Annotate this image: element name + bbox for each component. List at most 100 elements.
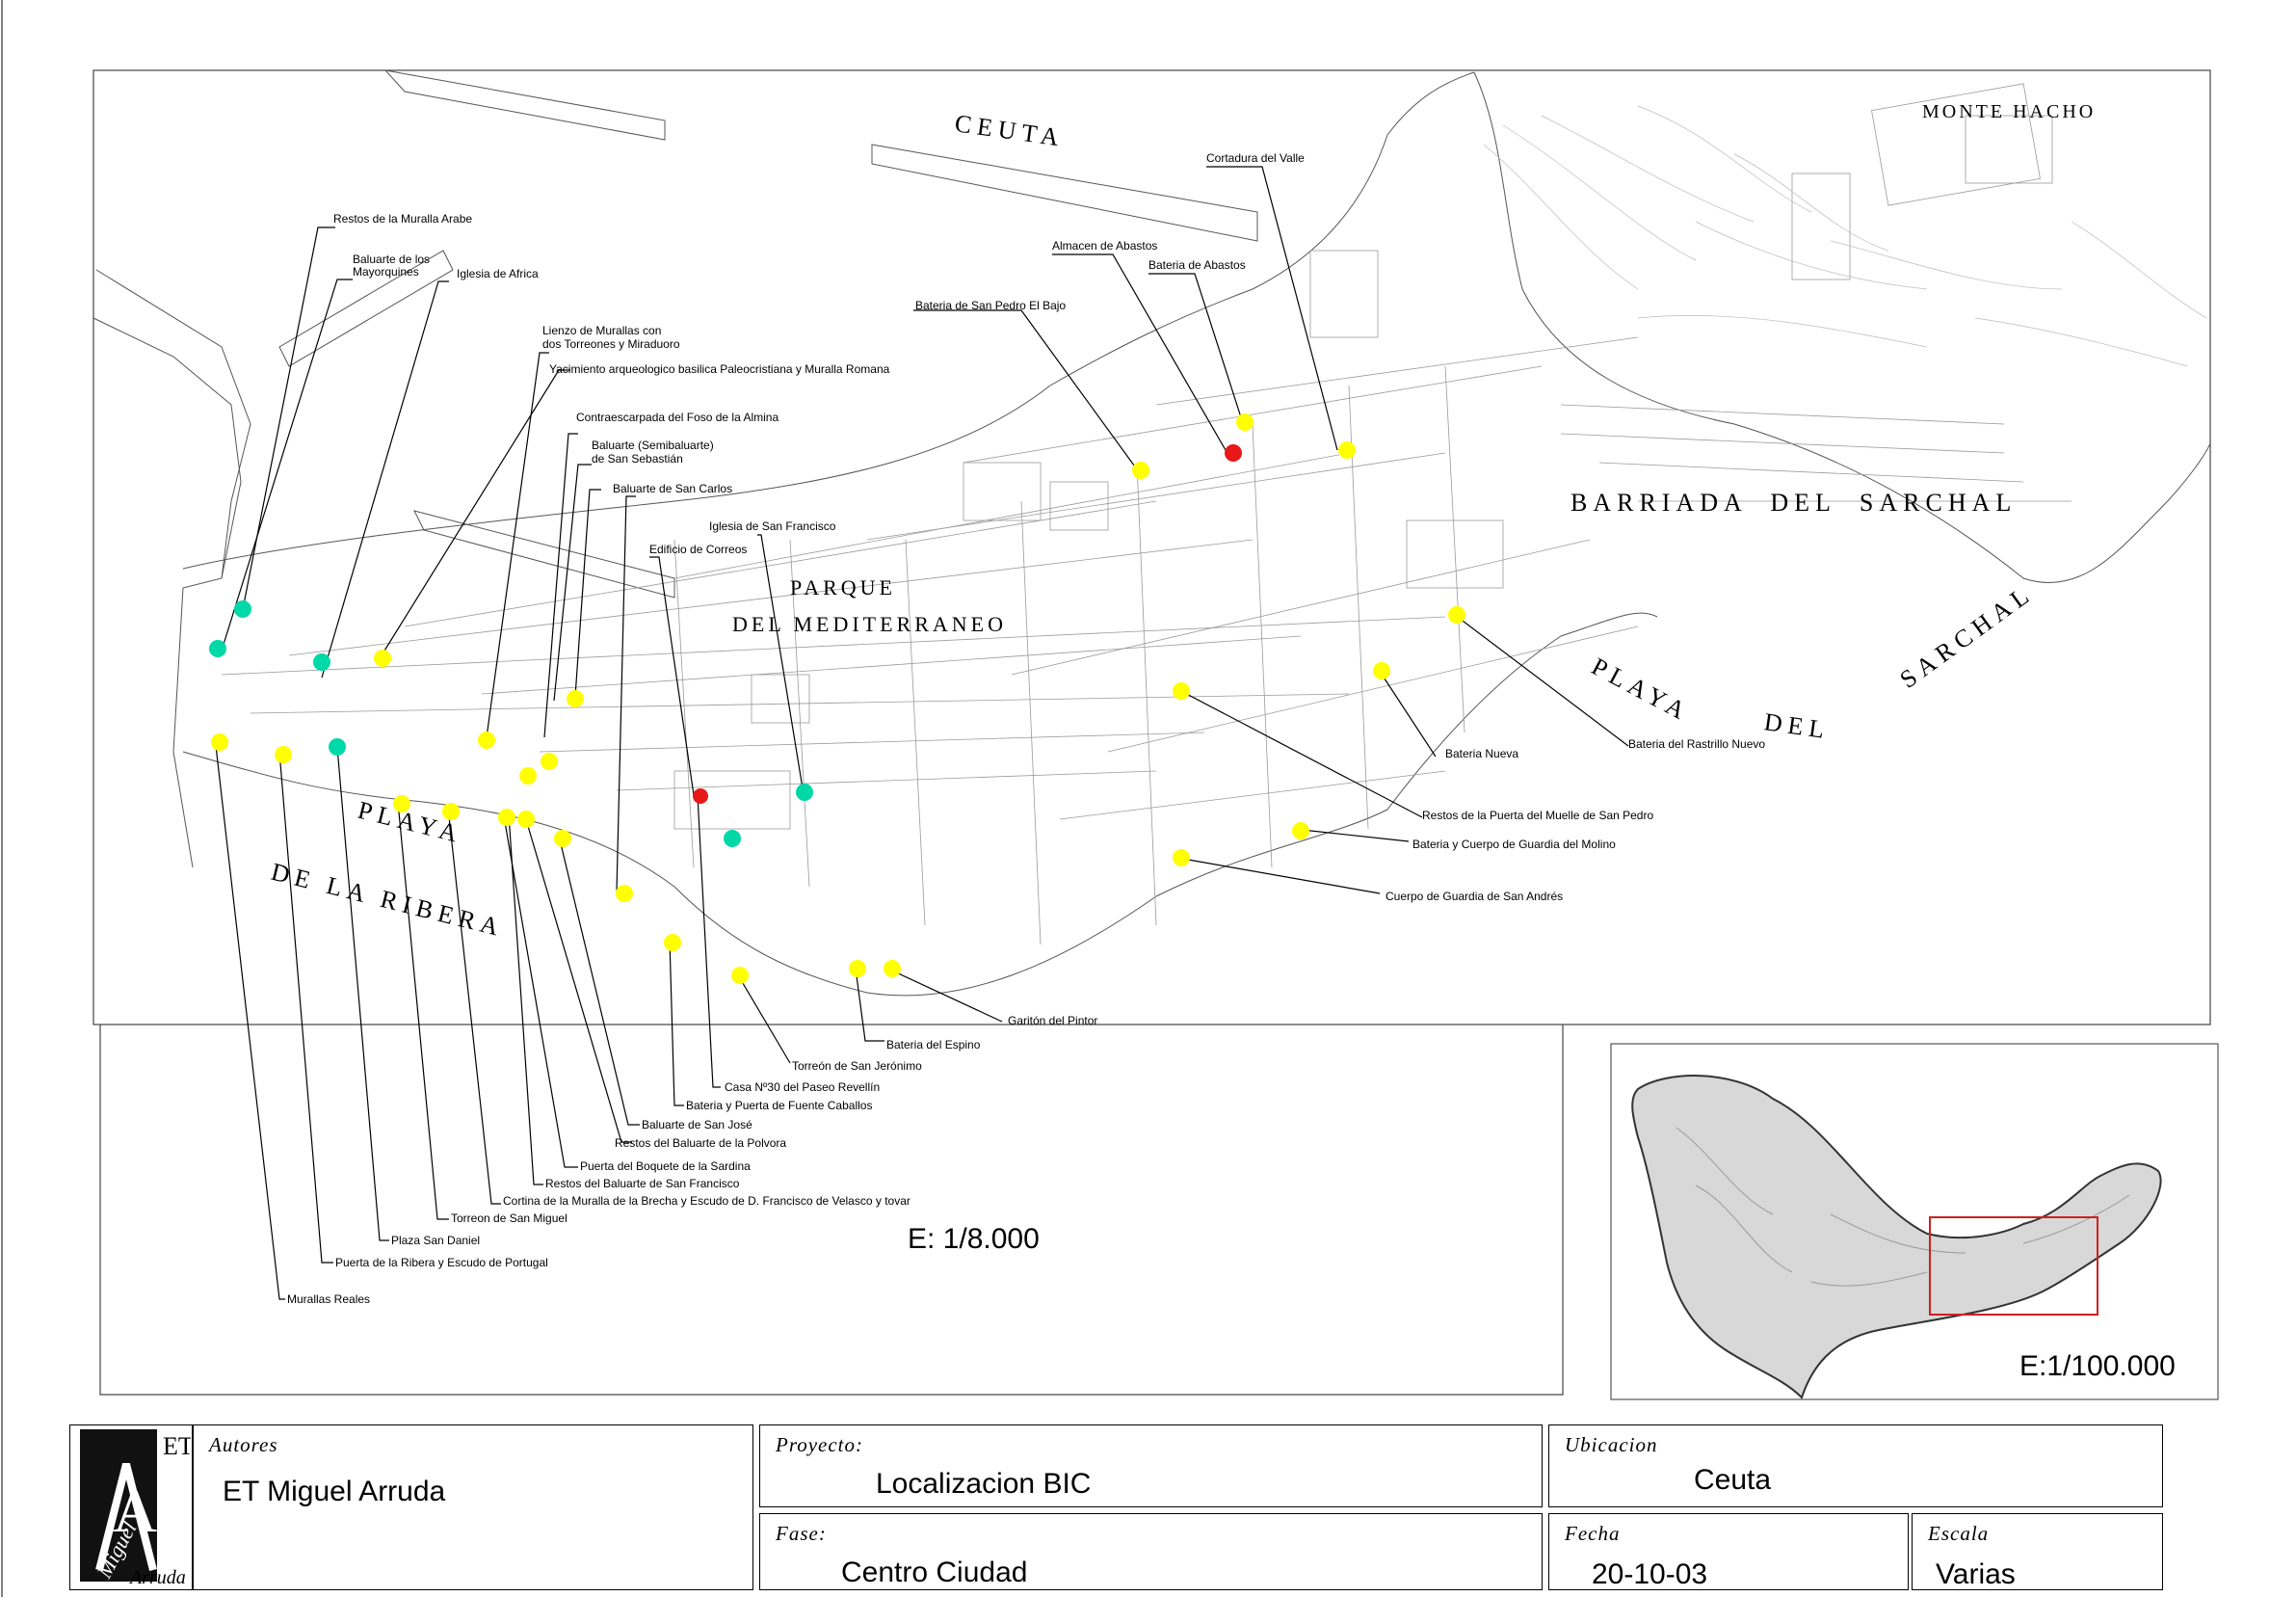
marker-plaza-san-daniel[interactable]: [329, 738, 346, 756]
marker-yacimiento[interactable]: [541, 753, 558, 770]
marker-bateria-abastos[interactable]: [1236, 413, 1254, 431]
marker-bateria-san-pedro-bajo[interactable]: [1132, 462, 1149, 479]
site-markers: [209, 413, 1465, 984]
callout-restos-baluarte-san-francisco: Restos del Baluarte de San Francisco: [545, 1177, 740, 1190]
fecha-cell: Fecha 20-10-03: [1548, 1513, 1909, 1590]
marker-restos-muralla-arabe[interactable]: [234, 600, 251, 618]
callout-bateria-del-espino: Bateria del Espino: [886, 1038, 981, 1051]
callout-baluarte-semibaluarte-2: de San Sebastián: [592, 452, 683, 466]
logo-letter: A: [113, 1477, 157, 1545]
autores-label: Autores: [209, 1433, 278, 1456]
logo-name-2: Arruda: [128, 1567, 186, 1588]
callout-iglesia-san-francisco: Iglesia de San Francisco: [709, 519, 836, 533]
inset-extent-box: [1929, 1216, 2098, 1316]
leader-lines: [214, 166, 1629, 1300]
fase-cell: Fase: Centro Ciudad: [759, 1513, 1543, 1590]
escala-label: Escala: [1928, 1522, 1990, 1545]
callout-bateria-nueva: Bateria Nueva: [1445, 747, 1518, 760]
proyecto-value: Localizacion BIC: [876, 1468, 1092, 1500]
marker-puerta-ribera[interactable]: [275, 746, 292, 763]
marker-murallas-reales-north[interactable]: [209, 640, 226, 657]
marker-restos-baluarte-san-francisco[interactable]: [498, 809, 515, 826]
marker-edificio-correos[interactable]: [724, 830, 741, 847]
escala-value: Varias: [1936, 1558, 2016, 1590]
street-grid: [221, 83, 2072, 945]
marker-iglesia-san-francisco[interactable]: [796, 784, 813, 801]
marker-bateria-fuente-caballos[interactable]: [664, 934, 681, 951]
callout-lienzo-murallas-2: dos Torreones y Miraduoro: [542, 337, 680, 351]
callout-torreon-san-jeronimo: Torreón de San Jerónimo: [792, 1059, 922, 1073]
area-label-del-mediterraneo: DEL MEDITERRANEO: [732, 612, 1007, 636]
ubicacion-label: Ubicacion: [1565, 1433, 1658, 1456]
fecha-label: Fecha: [1565, 1522, 1621, 1545]
area-label-monte-hacho: MONTE HACHO: [1922, 101, 2096, 122]
callout-bateria-rastrillo-nuevo: Bateria del Rastrillo Nuevo: [1628, 737, 1765, 751]
marker-baluarte-san-jose[interactable]: [616, 885, 633, 902]
marker-restos-baluarte-polvora[interactable]: [554, 830, 571, 847]
marker-cortina-muralla-brecha[interactable]: [442, 803, 460, 820]
area-label-del-sarchal: DEL: [1762, 707, 1832, 744]
autores-value: ET Miguel Arruda: [223, 1476, 446, 1507]
callout-restos-puerta-muelle: Restos de la Puerta del Muelle de San Pe…: [1422, 809, 1653, 822]
area-label-ceuta: CEUTA: [953, 109, 1066, 152]
marker-baluarte-san-sebastian[interactable]: [567, 690, 584, 707]
marker-contraescarpada[interactable]: [519, 767, 537, 785]
marker-baluarte-mayorquines[interactable]: [313, 653, 330, 671]
callout-lienzo-murallas-1: Lienzo de Murallas con: [542, 324, 661, 337]
fase-value: Centro Ciudad: [841, 1557, 1028, 1588]
callout-plaza-san-daniel: Plaza San Daniel: [391, 1234, 480, 1247]
marker-torreon-san-jeronimo[interactable]: [731, 967, 749, 984]
callout-baluarte-mayorquines-2: Mayorquines: [353, 265, 419, 279]
callout-gariton-del-pintor: Garitón del Pintor: [1008, 1014, 1097, 1027]
callout-baluarte-san-carlos: Baluarte de San Carlos: [613, 482, 732, 495]
marker-restos-puerta-muelle[interactable]: [1173, 682, 1190, 700]
main-map-frame: [92, 69, 2211, 1025]
callout-restos-muralla-arabe: Restos de la Muralla Arabe: [333, 212, 472, 226]
marker-bateria-nueva[interactable]: [1373, 662, 1390, 679]
callout-almacen-abastos: Almacen de Abastos: [1052, 239, 1157, 253]
marker-bateria-molino[interactable]: [1292, 822, 1309, 839]
fase-label: Fase:: [776, 1522, 827, 1545]
proyecto-label: Proyecto:: [776, 1433, 864, 1456]
marker-almacen-abastos[interactable]: [1225, 444, 1242, 462]
marker-cortadura-del-valle[interactable]: [1338, 441, 1356, 459]
callout-puerta-ribera-escudo: Puerta de la Ribera y Escudo de Portugal: [335, 1256, 548, 1269]
callout-yacimiento-arqueologico: Yacimiento arqueologico basilica Paleocr…: [549, 362, 890, 376]
inset-map-scale: E:1/100.000: [2019, 1350, 2176, 1382]
main-map-scale: E: 1/8.000: [908, 1223, 1040, 1255]
callout-iglesia-de-africa: Iglesia de Africa: [457, 267, 539, 280]
area-label-de-la-ribera: DE LA RIBERA: [269, 858, 508, 943]
ubicacion-value: Ceuta: [1694, 1464, 1772, 1496]
marker-puerta-boquete-sardina[interactable]: [517, 811, 535, 828]
marker-iglesia-de-africa[interactable]: [374, 650, 391, 667]
marker-murallas-reales[interactable]: [211, 733, 228, 751]
marker-lienzo-murallas[interactable]: [478, 732, 495, 749]
callout-cortina-muralla-brecha: Cortina de la Muralla de la Brecha y Esc…: [503, 1194, 910, 1208]
callout-contraescarpada: Contraescarpada del Foso de la Almina: [576, 411, 779, 424]
callout-casa-paseo-revellin: Casa Nº30 del Paseo Revellín: [725, 1080, 880, 1094]
inset-map: [1631, 1075, 2162, 1399]
map-background: [92, 69, 2211, 997]
callout-baluarte-san-jose: Baluarte de San José: [642, 1118, 752, 1131]
area-label-playa-sarchal: PLAYA: [1587, 652, 1695, 728]
escala-cell: Escala Varias: [1912, 1513, 2163, 1590]
callout-edificio-correos: Edificio de Correos: [649, 543, 747, 556]
area-label-barriada-del-sarchal: BARRIADA DEL SARCHAL: [1570, 489, 2017, 517]
ubicacion-cell: Ubicacion Ceuta: [1548, 1424, 2163, 1507]
callout-bateria-san-pedro-bajo: Bateria de San Pedro El Bajo: [915, 299, 1066, 312]
callout-puerta-boquete-sardina: Puerta del Boquete de la Sardina: [580, 1159, 751, 1173]
callout-cortadura-del-valle: Cortadura del Valle: [1206, 151, 1305, 165]
marker-cuerpo-guardia-san-andres[interactable]: [1173, 849, 1190, 866]
marker-torreon-san-miguel[interactable]: [393, 795, 410, 812]
marker-bateria-rastrillo-nuevo[interactable]: [1448, 606, 1465, 624]
callout-baluarte-mayorquines-1: Baluarte de los: [353, 253, 430, 266]
marker-gariton-del-pintor[interactable]: [884, 960, 901, 977]
autores-cell: Autores ET Miguel Arruda: [193, 1424, 753, 1590]
marker-casa-paseo-revellin[interactable]: [693, 788, 708, 804]
callout-restos-baluarte-polvora: Restos del Baluarte de la Polvora: [615, 1136, 786, 1150]
callout-torreon-san-miguel: Torreon de San Miguel: [451, 1211, 567, 1225]
terrain-hatch: [1483, 105, 2207, 367]
area-label-parque: PARQUE: [790, 575, 896, 599]
marker-bateria-del-espino[interactable]: [849, 960, 866, 977]
